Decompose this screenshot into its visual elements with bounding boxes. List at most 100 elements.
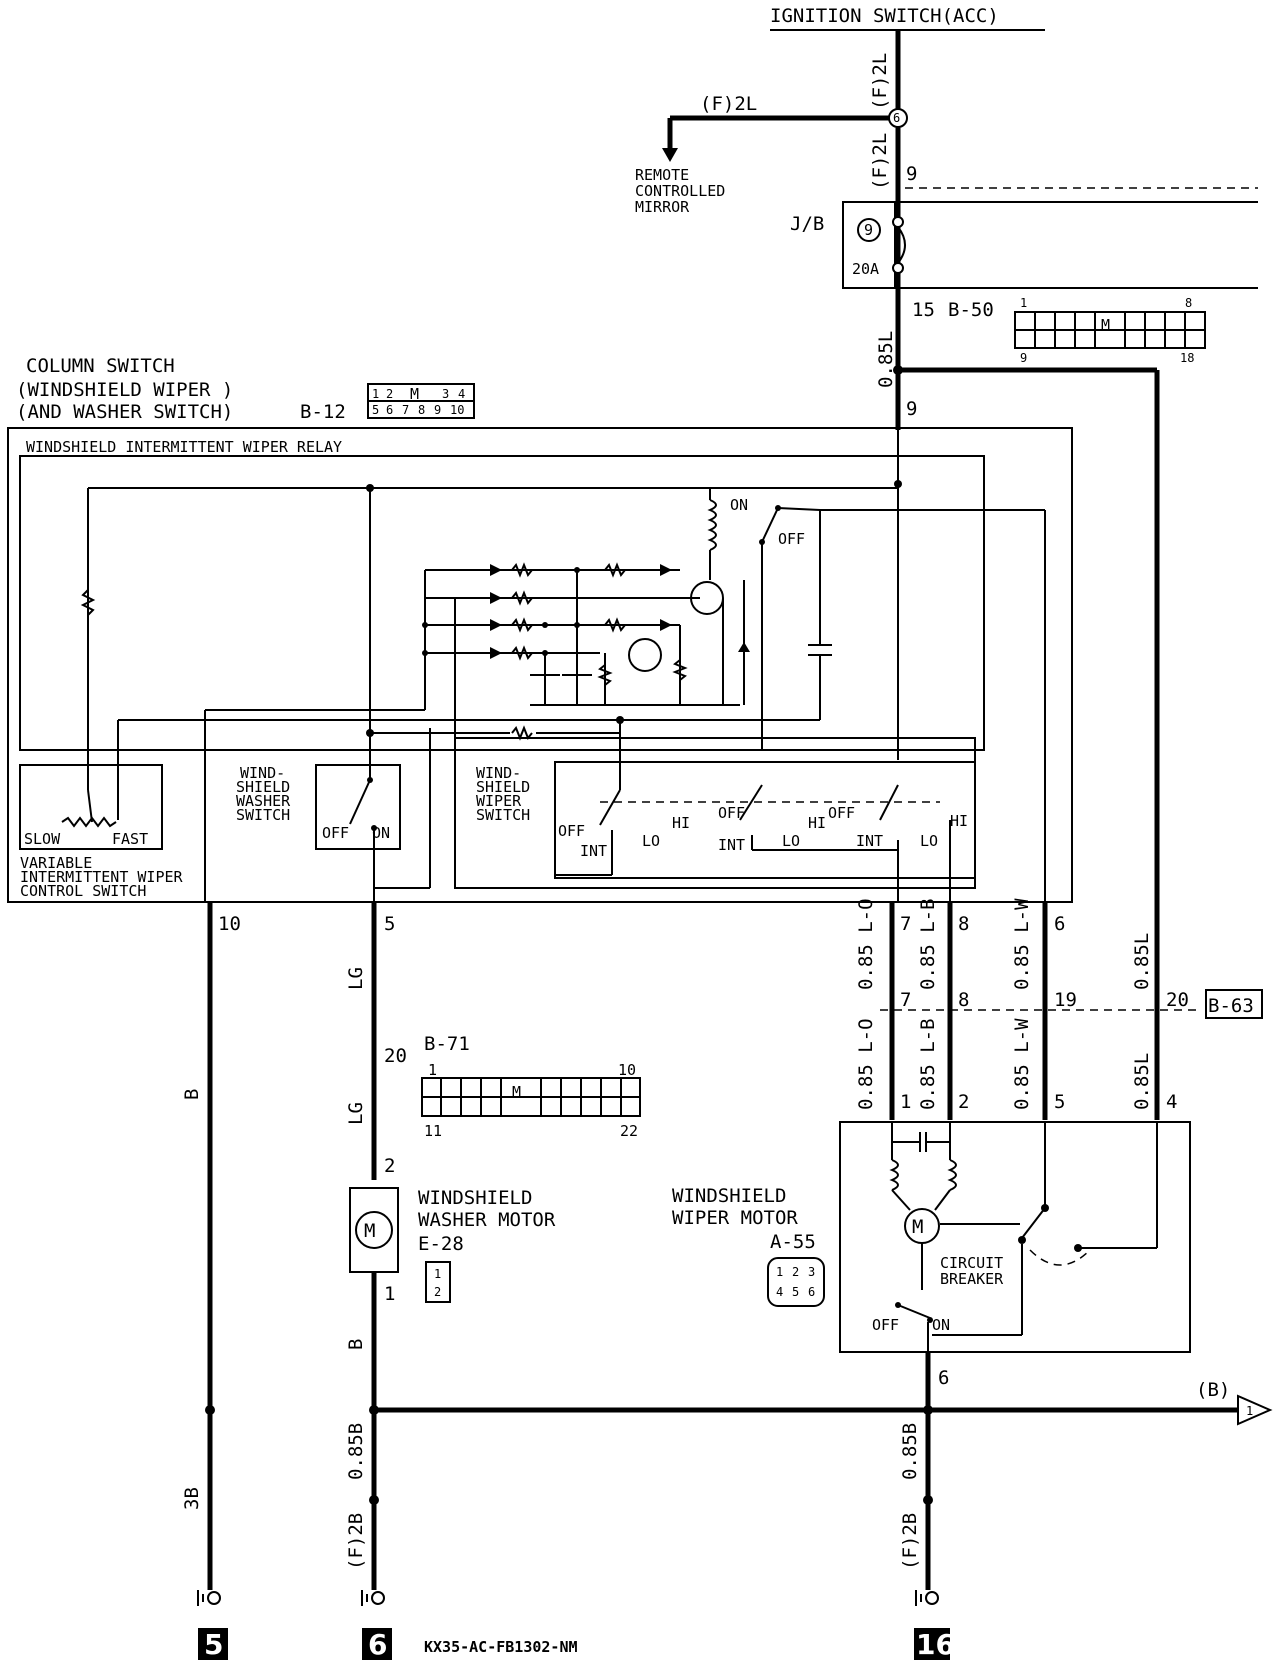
svg-text:10: 10 <box>450 403 464 417</box>
svg-text:LO: LO <box>642 832 660 850</box>
svg-text:2: 2 <box>958 1091 969 1113</box>
svg-text:22: 22 <box>620 1122 638 1140</box>
svg-text:CONTROL SWITCH: CONTROL SWITCH <box>20 882 146 900</box>
wiper-motor-id: A-55 <box>770 1231 816 1253</box>
connector-b12-icon: 1 2 M 3 4 5 6 7 8 9 10 <box>367 383 475 419</box>
svg-text:OFF: OFF <box>872 1316 899 1334</box>
wire-3b: 3B <box>181 1487 203 1510</box>
wire-f2b-left: (F)2B <box>345 1513 367 1570</box>
harness: 10 B 3B 5 LG 20 LG B-71 M 1 10 11 22 2 <box>181 898 1273 1590</box>
svg-text:5: 5 <box>792 1285 799 1299</box>
svg-text:20: 20 <box>1166 989 1189 1011</box>
relay-label: WINDSHIELD INTERMITTENT WIPER RELAY <box>26 438 342 456</box>
connector-b50-label: B-50 <box>948 299 994 321</box>
wire-lw-top: 0.85 L-W <box>1011 898 1033 990</box>
svg-text:6: 6 <box>893 111 900 125</box>
svg-text:INT: INT <box>718 836 745 854</box>
svg-text:1: 1 <box>372 387 379 401</box>
svg-text:OFF: OFF <box>718 804 745 822</box>
svg-text:OFF: OFF <box>778 530 805 548</box>
motor-icon <box>355 1211 393 1249</box>
svg-text:OFF: OFF <box>558 822 585 840</box>
wire-lb-top: 0.85 L-B <box>917 898 939 990</box>
svg-text:M: M <box>912 1216 923 1238</box>
svg-text:8: 8 <box>418 403 425 417</box>
svg-text:SHIELD: SHIELD <box>236 778 290 796</box>
svg-text:1: 1 <box>384 1283 395 1305</box>
svg-text:1: 1 <box>900 1091 911 1113</box>
svg-text:REMOTE: REMOTE <box>635 166 689 184</box>
svg-text:WIPER MOTOR: WIPER MOTOR <box>672 1207 798 1229</box>
svg-text:VARIABLE: VARIABLE <box>20 854 92 872</box>
svg-text:8: 8 <box>958 989 969 1011</box>
wiper-motor-title: WINDSHIELD <box>672 1185 786 1207</box>
ignition-switch-label: IGNITION SWITCH(ACC) <box>770 5 999 27</box>
svg-text:WIND-: WIND- <box>476 764 521 782</box>
washer-motor-id: E-28 <box>418 1233 464 1255</box>
svg-text:5: 5 <box>1054 1091 1065 1113</box>
svg-text:6: 6 <box>368 1628 387 1661</box>
svg-text:4: 4 <box>458 387 465 401</box>
wire-085l-right: 0.85L <box>1131 933 1153 990</box>
arrow-down-icon <box>662 148 678 162</box>
wire-lo-bottom: 0.85 L-O <box>855 1018 877 1110</box>
svg-text:1: 1 <box>428 1061 437 1079</box>
wire-lg-1: LG <box>345 967 367 990</box>
connector-b71-label: B-71 <box>424 1033 470 1055</box>
svg-text:CONTROLLED: CONTROLLED <box>635 182 725 200</box>
svg-text:10: 10 <box>218 913 241 935</box>
svg-text:M: M <box>364 1220 375 1242</box>
diagram-code: KX35-AC-FB1302-NM <box>424 1638 578 1656</box>
wire-085b-right: 0.85B <box>899 1423 921 1480</box>
svg-text:9: 9 <box>906 398 917 420</box>
fuse-rating: 20A <box>852 260 879 278</box>
svg-text:SHIELD: SHIELD <box>476 778 530 796</box>
svg-text:M: M <box>512 1083 521 1101</box>
svg-text:WASHER MOTOR: WASHER MOTOR <box>418 1209 556 1231</box>
svg-text:2: 2 <box>792 1265 799 1279</box>
svg-text:7: 7 <box>900 913 911 935</box>
svg-text:5: 5 <box>372 403 379 417</box>
svg-text:11: 11 <box>424 1122 442 1140</box>
svg-text:WIPER: WIPER <box>476 792 522 810</box>
wire-lo-top: 0.85 L-O <box>855 898 877 990</box>
fuse-number-icon <box>857 218 881 242</box>
connector-a55-icon: 1 2 3 4 5 6 <box>767 1257 825 1307</box>
svg-text:LO: LO <box>782 832 800 850</box>
wire-085l-top: 0.85L <box>875 331 897 388</box>
svg-text:10: 10 <box>618 1061 636 1079</box>
svg-text:OFF: OFF <box>828 804 855 822</box>
wire-f2l-mirror: (F)2L <box>700 93 757 115</box>
svg-text:1: 1 <box>1020 296 1027 310</box>
wire-f2l-top: (F)2L <box>869 53 891 110</box>
svg-text:(WINDSHIELD WIPER ): (WINDSHIELD WIPER ) <box>16 379 233 401</box>
svg-text:16: 16 <box>916 1628 955 1661</box>
bus-connector-icon <box>1237 1394 1273 1426</box>
ground-5: 5 <box>197 1590 228 1661</box>
svg-text:MIRROR: MIRROR <box>635 198 690 216</box>
svg-text:INT: INT <box>580 842 607 860</box>
svg-text:6: 6 <box>1054 913 1065 935</box>
connector-b12-label: B-12 <box>300 401 346 423</box>
svg-text:8: 8 <box>958 913 969 935</box>
washer-switch <box>315 764 401 850</box>
junction-block <box>842 201 896 289</box>
connector-b50-icon: M 1 8 9 18 <box>1014 296 1206 365</box>
svg-text:INT: INT <box>856 832 883 850</box>
svg-text:6: 6 <box>938 1367 949 1389</box>
wire-b-washer: B <box>345 1339 367 1350</box>
svg-text:M: M <box>1101 316 1110 334</box>
wiper-switch <box>554 761 976 879</box>
wire-lw-bottom: 0.85 L-W <box>1011 1018 1033 1110</box>
svg-text:1: 1 <box>1246 1404 1253 1418</box>
transistor-icon <box>628 638 662 672</box>
svg-text:WIND-: WIND- <box>240 764 285 782</box>
svg-text:2: 2 <box>386 387 393 401</box>
connector-b63-label: B-63 <box>1208 995 1254 1017</box>
diode-array <box>422 562 750 740</box>
svg-text:8: 8 <box>1185 296 1192 310</box>
svg-text:HI: HI <box>950 812 968 830</box>
svg-text:ON: ON <box>932 1316 950 1334</box>
svg-text:2: 2 <box>384 1155 395 1177</box>
